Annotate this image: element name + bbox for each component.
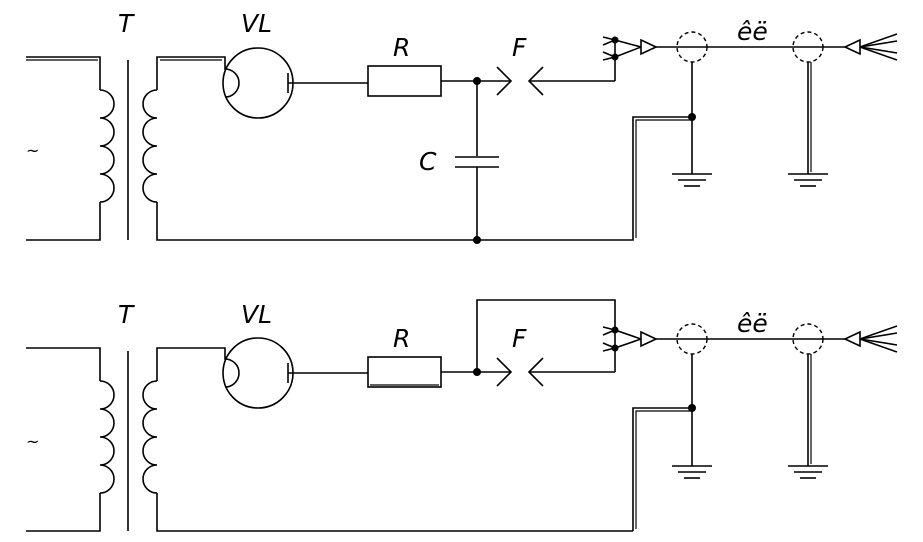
- vacuum-tube: [222, 47, 368, 119]
- ground-symbol: [788, 354, 828, 479]
- capacitor-label: C: [419, 147, 437, 176]
- ac-source-symbol: ~: [26, 141, 39, 160]
- ground-return: [477, 116, 692, 241]
- ac-source-symbol: ~: [26, 432, 39, 451]
- capacitor: [455, 81, 499, 240]
- primary-winding: [26, 347, 115, 532]
- transformer-label: T: [118, 300, 135, 329]
- spark-gap: [477, 357, 615, 387]
- secondary-winding: [142, 56, 477, 241]
- primary-winding: [26, 56, 115, 241]
- spark-gap-label: F: [512, 324, 527, 353]
- bypass-wire: [476, 299, 616, 372]
- resistor-label: R: [393, 324, 410, 353]
- cable-connector: [602, 36, 658, 81]
- secondary-winding: [142, 347, 633, 532]
- cable-connector: [602, 326, 658, 372]
- resistor: [367, 65, 477, 97]
- cable-label: êë: [737, 17, 768, 46]
- spark-gap: [477, 66, 615, 96]
- coaxial-cable: [656, 323, 898, 355]
- cable-label: êë: [737, 309, 768, 338]
- coaxial-cable: [656, 31, 898, 63]
- ground-symbol: [672, 354, 712, 479]
- ground-symbol: [672, 62, 712, 187]
- ground-symbol: [788, 62, 828, 187]
- resistor-label: R: [393, 33, 410, 62]
- tube-label: VL: [241, 9, 272, 38]
- vacuum-tube: [222, 337, 368, 409]
- ground-return: [632, 407, 692, 531]
- transformer-label: T: [118, 9, 135, 38]
- resistor: [367, 356, 477, 388]
- circuit-top: ~ T VL R: [26, 9, 898, 244]
- tube-label: VL: [241, 300, 272, 329]
- circuit-bottom: ~ T VL R: [26, 299, 898, 532]
- spark-gap-label: F: [512, 33, 527, 62]
